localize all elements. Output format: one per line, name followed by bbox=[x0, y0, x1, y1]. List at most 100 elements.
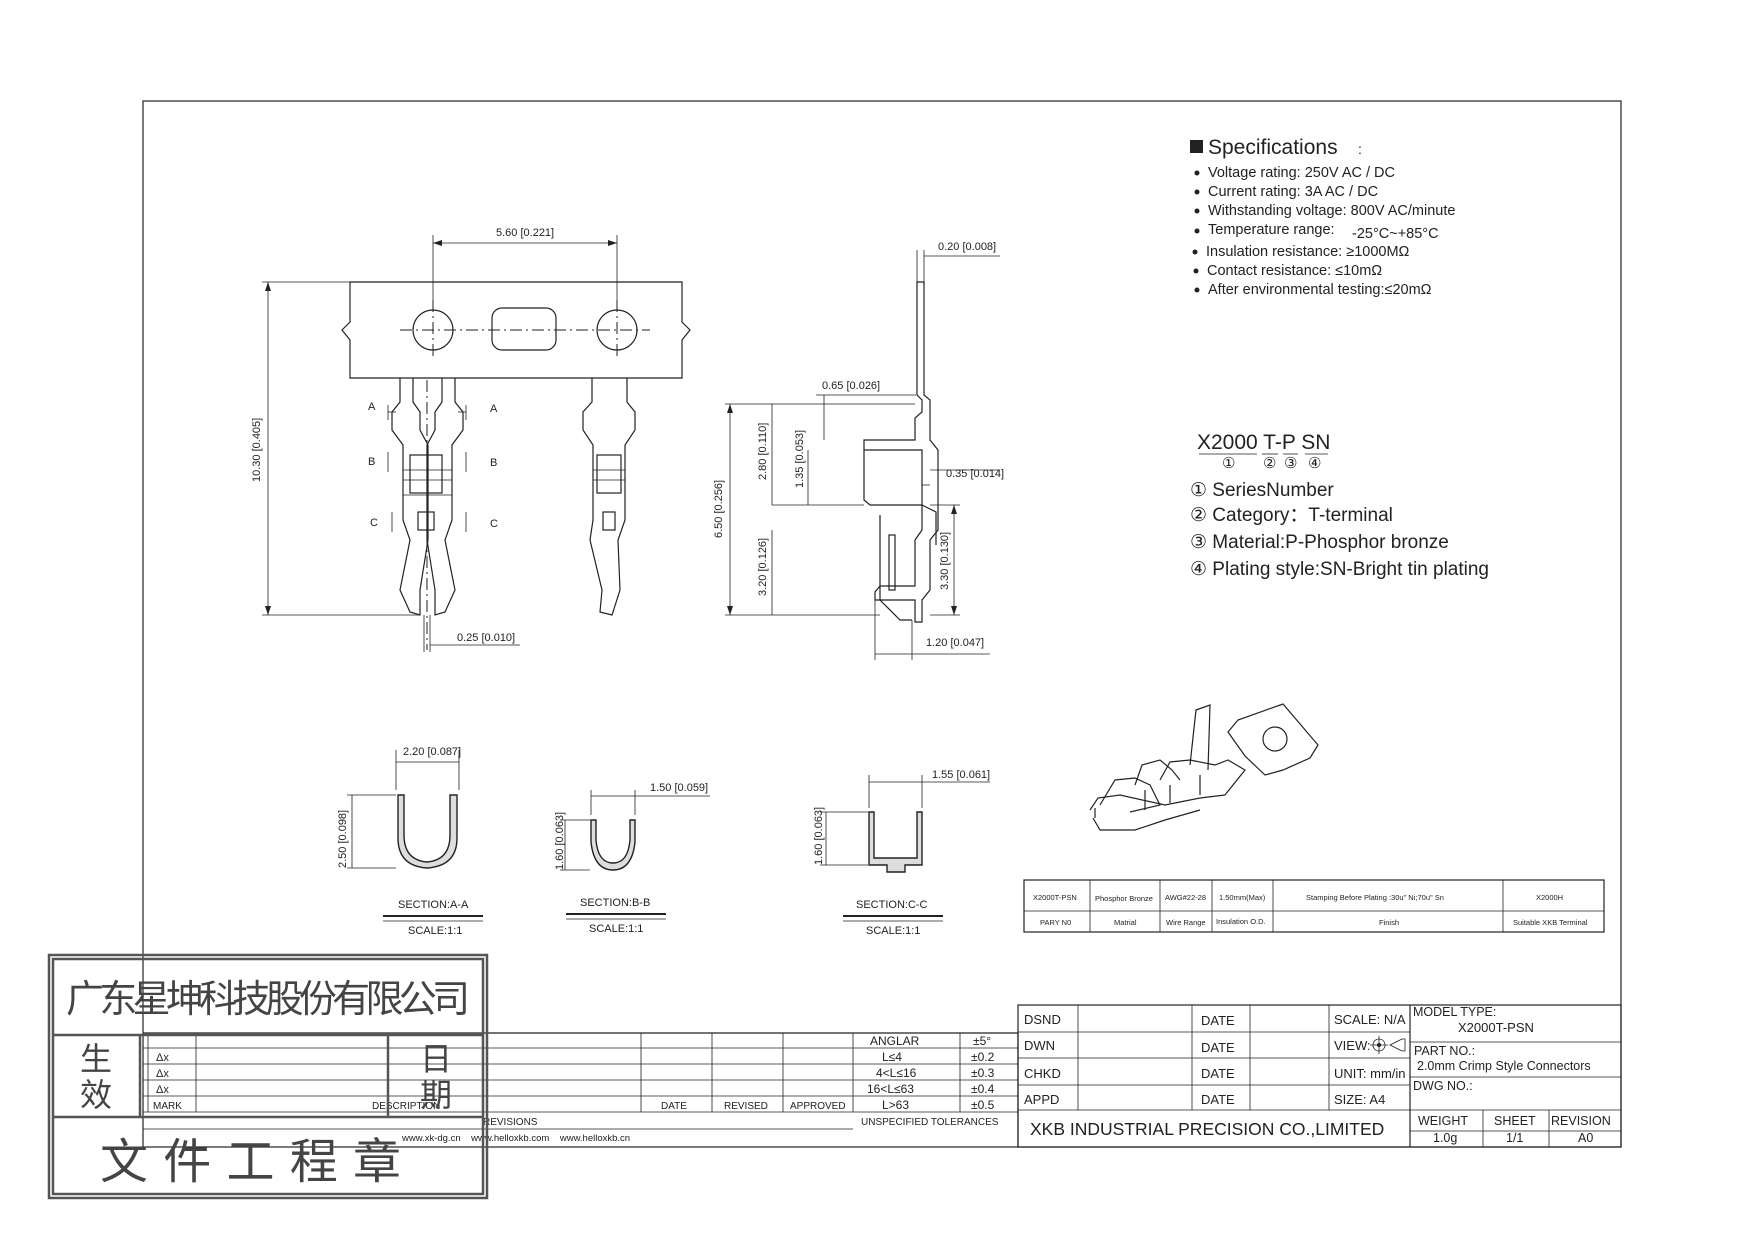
dim-top-width: 5.60 [0.221] bbox=[496, 227, 554, 239]
size-label: SIZE: A4 bbox=[1334, 1092, 1385, 1107]
date-label: DATE bbox=[1201, 1092, 1235, 1107]
sheet-value: 1/1 bbox=[1506, 1131, 1523, 1145]
scale-label: SCALE: N/A bbox=[1334, 1012, 1406, 1027]
bullet-icon bbox=[1192, 249, 1198, 255]
stamp-document-seal: 文 件 工 程 章 bbox=[100, 1134, 401, 1190]
spec-item: Current rating: 3A AC / DC bbox=[1208, 184, 1378, 200]
code-legend-3: ③ Material:P-Phosphor bronze bbox=[1190, 532, 1449, 553]
tolerance-value: ±5° bbox=[973, 1034, 991, 1048]
section-mark-c-right: C bbox=[490, 518, 498, 530]
front-view: A A B B C C 5.60 [0.221] 10.30 [0.405] 0… bbox=[251, 227, 691, 652]
code-marker-3: ③ bbox=[1284, 455, 1297, 472]
section-aa-width: 2.20 [0.087] bbox=[403, 746, 461, 758]
spec-table-value: X2000H bbox=[1536, 893, 1563, 902]
bullet-icon bbox=[1193, 268, 1199, 274]
date-label: DATE bbox=[1201, 1066, 1235, 1081]
unit-label: UNIT: mm/in bbox=[1334, 1066, 1406, 1081]
section-mark-b-left: B bbox=[368, 456, 375, 468]
section-bb-scale: SCALE:1:1 bbox=[589, 923, 643, 935]
specifications-block: Specifications : Voltage rating: 250V AC… bbox=[1190, 136, 1455, 298]
spec-table-header: Wire Range bbox=[1166, 918, 1206, 927]
code-legend-4: ④ Plating style:SN-Bright tin plating bbox=[1190, 559, 1489, 580]
section-cc-height: 1.60 [0.063] bbox=[813, 807, 825, 865]
specifications-title: Specifications bbox=[1208, 136, 1338, 159]
dim-650: 6.50 [0.256] bbox=[713, 480, 725, 538]
spec-item: Voltage rating: 250V AC / DC bbox=[1208, 165, 1395, 181]
temperature-value: -25°C~+85°C bbox=[1352, 226, 1439, 242]
date-label: DATE bbox=[661, 1101, 687, 1112]
specifications-colon: : bbox=[1358, 141, 1362, 157]
bullet-icon bbox=[1194, 287, 1200, 293]
dim-sheet-thickness: 0.20 [0.008] bbox=[938, 241, 996, 253]
section-bb-width: 1.50 [0.059] bbox=[650, 782, 708, 794]
weight-value: 1.0g bbox=[1433, 1131, 1457, 1145]
dim-135: 1.35 [0.053] bbox=[794, 430, 806, 488]
revised-label: REVISED bbox=[724, 1101, 768, 1112]
appd-label: APPD bbox=[1024, 1092, 1059, 1107]
spec-item: Withstanding voltage: 800V AC/minute bbox=[1208, 203, 1455, 219]
section-mark-b-right: B bbox=[490, 457, 497, 469]
section-markers: A A B B C C bbox=[368, 401, 498, 532]
dwg-no-label: DWG NO.: bbox=[1413, 1079, 1473, 1093]
section-mark-c-left: C bbox=[370, 517, 378, 529]
section-aa-scale: SCALE:1:1 bbox=[408, 925, 462, 937]
spec-table-header: Suitable XKB Terminal bbox=[1513, 918, 1588, 927]
section-cc-width: 1.55 [0.061] bbox=[932, 769, 990, 781]
dim-035: 0.35 [0.014] bbox=[946, 468, 1004, 480]
part-no-label: PART NO.: bbox=[1414, 1044, 1475, 1058]
view-label: VIEW: bbox=[1334, 1038, 1371, 1053]
section-aa-height: 2.50 [0.098] bbox=[337, 810, 349, 868]
part-code-block: X2000 T-P SN ① ② ③ ④ ① SeriesNumber ② Ca… bbox=[1190, 431, 1489, 580]
spec-table-value: Phosphor Bronze bbox=[1095, 894, 1153, 903]
section-aa-title: SECTION:A-A bbox=[398, 899, 469, 911]
bullet-icon bbox=[1194, 208, 1200, 214]
tolerance-value: ±0.2 bbox=[971, 1050, 995, 1064]
stamp-date-1: 日 bbox=[420, 1040, 452, 1078]
stamp-effective-2: 效 bbox=[80, 1076, 112, 1114]
tolerances-table: ANGLAR ±5° L≤4 ±0.2 4<L≤16 ±0.3 16<L≤63 … bbox=[861, 1034, 999, 1128]
code-legend-1: ① SeriesNumber bbox=[1190, 480, 1334, 501]
section-cc-scale: SCALE:1:1 bbox=[866, 925, 920, 937]
spec-table-value: Stamping Before Plating :30u" Ni;70u" Sn bbox=[1306, 893, 1444, 902]
tolerance-label: ANGLAR bbox=[870, 1034, 920, 1048]
bullet-icon bbox=[1194, 170, 1200, 176]
tolerance-label: 4<L≤16 bbox=[876, 1066, 917, 1080]
revision-value: A0 bbox=[1578, 1131, 1593, 1145]
part-code: X2000 T-P SN bbox=[1197, 431, 1330, 454]
tolerance-value: ±0.3 bbox=[971, 1066, 995, 1080]
spec-item: Contact resistance: ≤10mΩ bbox=[1207, 263, 1382, 279]
spec-table-header: Insulation O.D. bbox=[1216, 917, 1266, 926]
model-type-label: MODEL TYPE: bbox=[1413, 1005, 1496, 1019]
tolerance-value: ±0.5 bbox=[971, 1098, 995, 1112]
company-stamp: 广东星坤科技股份有限公司 生 效 日 期 文 件 工 程 章 bbox=[47, 953, 489, 1200]
section-bb-height: 1.60 [0.063] bbox=[554, 812, 566, 870]
drawing-frame bbox=[142, 100, 1622, 1148]
dim-120: 1.20 [0.047] bbox=[926, 637, 984, 649]
unspecified-tolerances-label: UNSPECIFIED TOLERANCES bbox=[861, 1117, 999, 1128]
dim-tip-width: 0.25 [0.010] bbox=[457, 632, 515, 644]
revision-label: REVISION bbox=[1551, 1114, 1611, 1128]
section-aa: 2.20 [0.087] 2.50 [0.098] SECTION:A-A SC… bbox=[337, 746, 483, 937]
dwn-label: DWN bbox=[1024, 1038, 1055, 1053]
revisions-label: REVISIONS bbox=[483, 1117, 538, 1128]
revision-mark: Δx bbox=[156, 1084, 169, 1096]
spec-item: After environmental testing:≤20mΩ bbox=[1208, 282, 1432, 298]
spec-table-header: Matrial bbox=[1114, 918, 1137, 927]
date-label: DATE bbox=[1201, 1013, 1235, 1028]
revision-mark: Δx bbox=[156, 1068, 169, 1080]
spec-table-header: Finish bbox=[1379, 918, 1399, 927]
spec-item: Insulation resistance: ≥1000MΩ bbox=[1206, 244, 1410, 260]
date-label: DATE bbox=[1201, 1040, 1235, 1055]
spec-table-value: X2000T-PSN bbox=[1033, 893, 1077, 902]
websites: www.xk-dg.cn www.helloxkb.com www.hellox… bbox=[401, 1133, 630, 1144]
dim-330: 3.30 [0.130] bbox=[939, 532, 951, 590]
section-mark-a-left: A bbox=[368, 401, 376, 413]
code-marker-2: ② bbox=[1263, 455, 1276, 472]
sheet-label: SHEET bbox=[1494, 1114, 1536, 1128]
tolerance-value: ±0.4 bbox=[971, 1082, 995, 1096]
tolerance-label: L>63 bbox=[882, 1098, 909, 1112]
isometric-view bbox=[1089, 703, 1319, 831]
revision-block: Δx Δx Δx MARK DESCRIPTION DATE REVISED A… bbox=[143, 1032, 1019, 1147]
stamp-company-name: 广东星坤科技股份有限公司 bbox=[66, 977, 470, 1021]
